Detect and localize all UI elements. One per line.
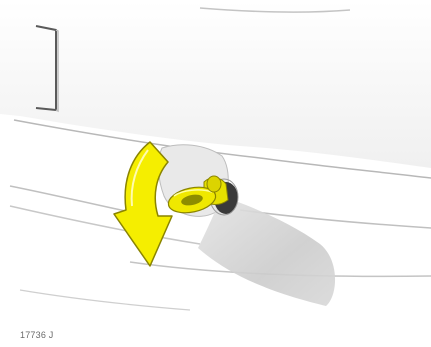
figure-reference: 17736 J: [20, 330, 53, 341]
